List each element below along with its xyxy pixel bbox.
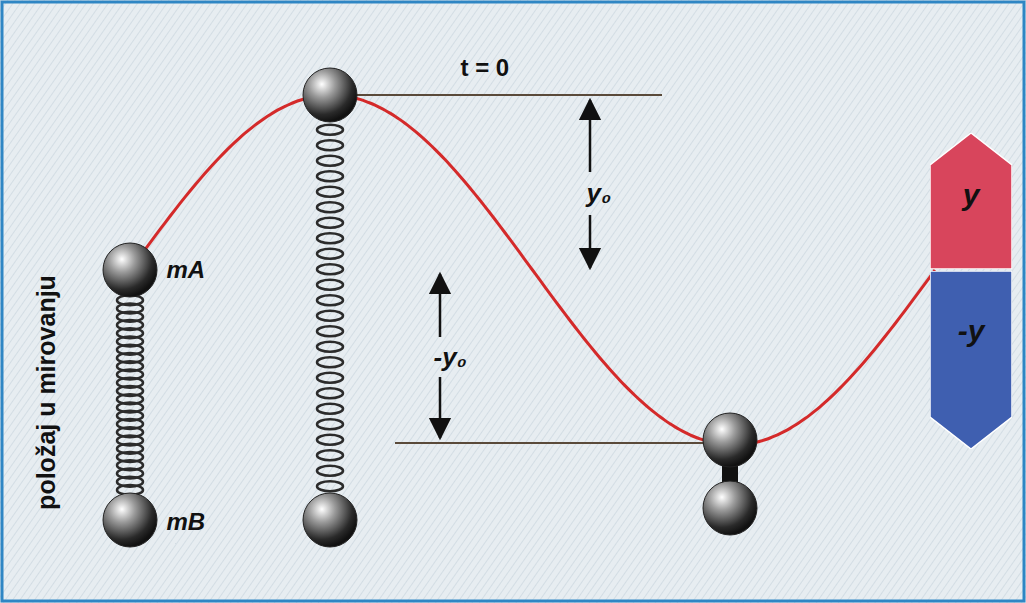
amplitude-label: y₀: [587, 180, 612, 206]
spring-coil: [317, 249, 343, 259]
spring-coil: [317, 171, 343, 181]
axis-label: -y: [958, 316, 985, 346]
masses: [103, 68, 757, 547]
mass-ball: [703, 413, 757, 467]
spring-coil: [317, 233, 343, 243]
spring-coil: [317, 466, 343, 476]
spring-coil: [317, 311, 343, 321]
spring-coil: [317, 357, 343, 367]
band-shape: [930, 271, 1012, 449]
spring-coil: [317, 326, 343, 336]
spring-coil: [317, 388, 343, 398]
spring-coil: [317, 342, 343, 352]
amplitude-arrow: [589, 215, 592, 268]
axis-band: y: [930, 133, 1012, 269]
mass-label: mB: [167, 510, 206, 534]
spring-coil: [317, 419, 343, 429]
spring-coil: [317, 435, 343, 445]
mass-label: mA: [167, 258, 206, 282]
time-label: t = 0: [461, 56, 510, 80]
amplitude-arrow: [589, 100, 592, 172]
spring-coil: [317, 156, 343, 166]
amplitude-arrow: [439, 274, 442, 337]
spring-coil: [317, 280, 343, 290]
spring-coil: [317, 140, 343, 150]
mass-ball: [103, 243, 157, 297]
spring-coil: [317, 187, 343, 197]
band-shape: [930, 133, 1012, 269]
spring-coil: [317, 373, 343, 383]
spring-coil: [317, 125, 343, 135]
reference-line: [330, 94, 662, 96]
springs: [117, 125, 343, 495]
spring-coil: [317, 264, 343, 274]
amplitude-arrow: [439, 377, 442, 438]
amplitude-label: -y₀: [434, 344, 467, 370]
mass-ball: [303, 493, 357, 547]
spring-coil: [317, 481, 343, 491]
spring-coil: [317, 450, 343, 460]
spring-coil: [317, 404, 343, 414]
mass-ball: [703, 481, 757, 535]
mass-ball: [303, 68, 357, 122]
axis-label: y: [963, 180, 980, 210]
rest-position-label: položaj u mirovanju: [33, 275, 58, 510]
axis-band: -y: [930, 271, 1012, 449]
spring-coil: [317, 295, 343, 305]
sine-curve: [130, 95, 935, 445]
mass-ball: [103, 493, 157, 547]
spring-coil: [317, 202, 343, 212]
band-shape: [930, 271, 1012, 449]
reference-line: [395, 442, 730, 444]
spring-coil: [317, 218, 343, 228]
